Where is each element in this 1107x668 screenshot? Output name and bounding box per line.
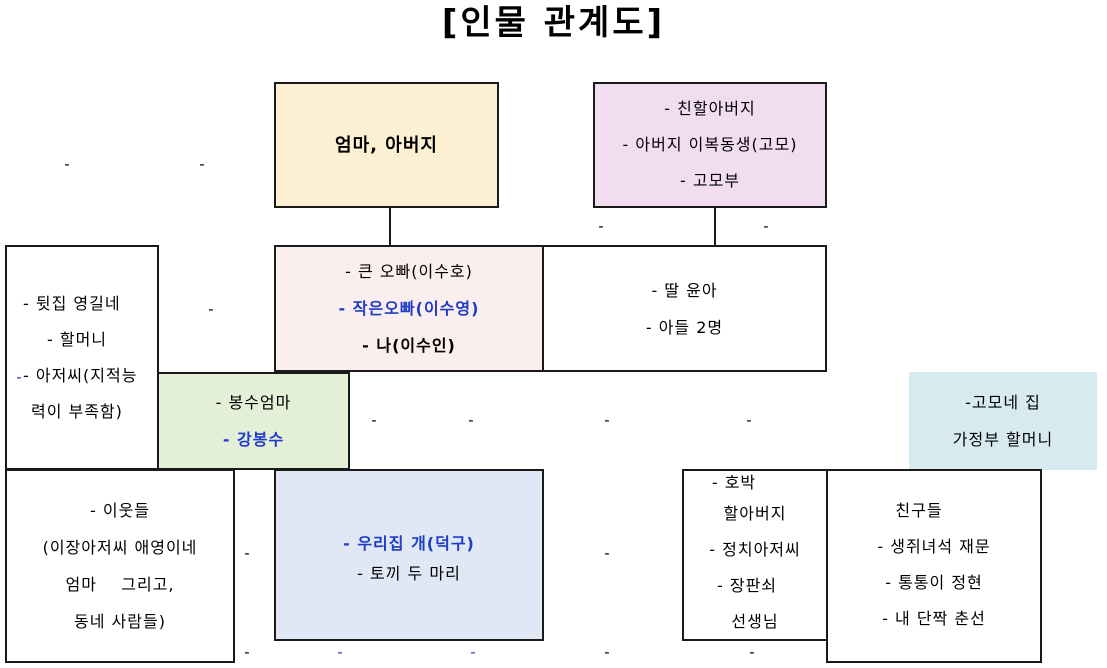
box-gomo-house-line: -고모네 집 bbox=[965, 393, 1041, 412]
box-friends-line: 친구들 bbox=[895, 501, 943, 520]
box-neighbors: - 이웃들 (이장아저씨 애영이네 엄마 그리고, 동네 사람들) bbox=[5, 469, 235, 663]
dash-marker: - bbox=[64, 155, 70, 173]
dash-marker: - bbox=[746, 411, 752, 429]
box-grandfather-line: - 친할아버지 bbox=[664, 99, 756, 118]
box-neighbor-back-line: - 뒷집 영길네 bbox=[23, 293, 121, 313]
box-bongsu-line: - 강봉수 bbox=[222, 430, 285, 449]
box-neighbors-line: 엄마 그리고, bbox=[65, 575, 175, 594]
dash-marker: - bbox=[604, 544, 610, 562]
box-gomo-house-line: 가정부 할머니 bbox=[952, 430, 1054, 449]
box-friends-line: - 생쥐녀석 재문 bbox=[877, 537, 991, 556]
box-neighbors-line: 동네 사람들) bbox=[74, 612, 166, 631]
box-grandfather-line: - 아버지 이복동생(고모) bbox=[622, 135, 798, 154]
box-friends-line: - 통통이 정현 bbox=[885, 573, 983, 592]
box-neighbor-back-line: 력이 부족함) bbox=[31, 401, 123, 421]
dash-marker: - bbox=[371, 411, 377, 429]
box-pets-line: - 우리집 개(덕구) bbox=[343, 533, 475, 553]
dash-marker: - bbox=[604, 643, 610, 661]
box-siblings-line: - 큰 오빠(이수호) bbox=[345, 262, 473, 281]
box-elders-line: 할아버지 bbox=[723, 504, 787, 523]
connector-grandfather-cousins bbox=[714, 207, 716, 246]
box-elders-line: - 장판쇠 bbox=[716, 576, 778, 595]
box-neighbors-line: (이장아저씨 애영이네 bbox=[42, 538, 198, 557]
dash-marker: - bbox=[763, 217, 769, 235]
box-gomo-house: -고모네 집 가정부 할머니 bbox=[909, 372, 1097, 470]
box-siblings: - 큰 오빠(이수호) - 작은오빠(이수영) - 나(이수인) bbox=[274, 245, 544, 372]
box-grandfather: - 친할아버지 - 아버지 이복동생(고모) - 고모부 bbox=[593, 82, 827, 208]
dash-marker: - bbox=[199, 155, 205, 173]
box-cousins: - 딸 윤아 - 아들 2명 bbox=[542, 245, 827, 372]
box-cousins-line: - 아들 2명 bbox=[645, 317, 724, 337]
box-neighbor-back: - 뒷집 영길네 - 할머니 - 아저씨(지적능 력이 부족함) bbox=[5, 245, 159, 470]
box-friends-line: - 내 단짝 춘선 bbox=[882, 609, 986, 628]
box-siblings-line: - 작은오빠(이수영) bbox=[338, 299, 480, 318]
box-pets-line: - 토끼 두 마리 bbox=[357, 563, 461, 583]
dash-marker: - bbox=[470, 643, 476, 661]
box-neighbors-line: - 이웃들 bbox=[89, 501, 151, 520]
dash-marker: - bbox=[468, 411, 474, 429]
box-grandfather-line: - 고모부 bbox=[679, 171, 741, 190]
box-elders-line: 선생님 bbox=[731, 612, 779, 631]
connector-parents-siblings bbox=[389, 207, 391, 246]
dash-marker: - bbox=[337, 643, 343, 661]
box-neighbor-back-line: - 할머니 bbox=[47, 329, 108, 349]
dash-marker: - bbox=[16, 368, 22, 386]
dash-marker: - bbox=[749, 643, 755, 661]
box-bongsu-line: - 봉수엄마 bbox=[215, 393, 292, 412]
box-pets: - 우리집 개(덕구) - 토끼 두 마리 bbox=[274, 469, 544, 641]
box-cousins-line: - 딸 윤아 bbox=[651, 280, 718, 300]
dash-marker: - bbox=[604, 411, 610, 429]
box-elders-line: - 정치아저씨 bbox=[709, 540, 801, 559]
dash-marker: - bbox=[244, 544, 250, 562]
box-siblings-line: - 나(이수인) bbox=[362, 336, 456, 355]
box-friends: 친구들 - 생쥐녀석 재문 - 통통이 정현 - 내 단짝 춘선 bbox=[826, 469, 1042, 663]
box-elders: - 호박 할아버지 - 정치아저씨 - 장판쇠 선생님 bbox=[682, 469, 828, 641]
dash-marker: - bbox=[598, 217, 604, 235]
box-neighbor-back-line: - 아저씨(지적능 bbox=[23, 365, 138, 385]
dash-marker: - bbox=[244, 643, 250, 661]
box-elders-line: - 호박 bbox=[711, 473, 757, 492]
dash-marker: - bbox=[208, 300, 214, 318]
box-parents-line: 엄마, 아버지 bbox=[335, 134, 438, 156]
diagram-title: [인물 관계도] bbox=[441, 3, 666, 43]
box-bongsu: - 봉수엄마 - 강봉수 bbox=[157, 372, 350, 470]
box-parents: 엄마, 아버지 bbox=[274, 82, 499, 208]
